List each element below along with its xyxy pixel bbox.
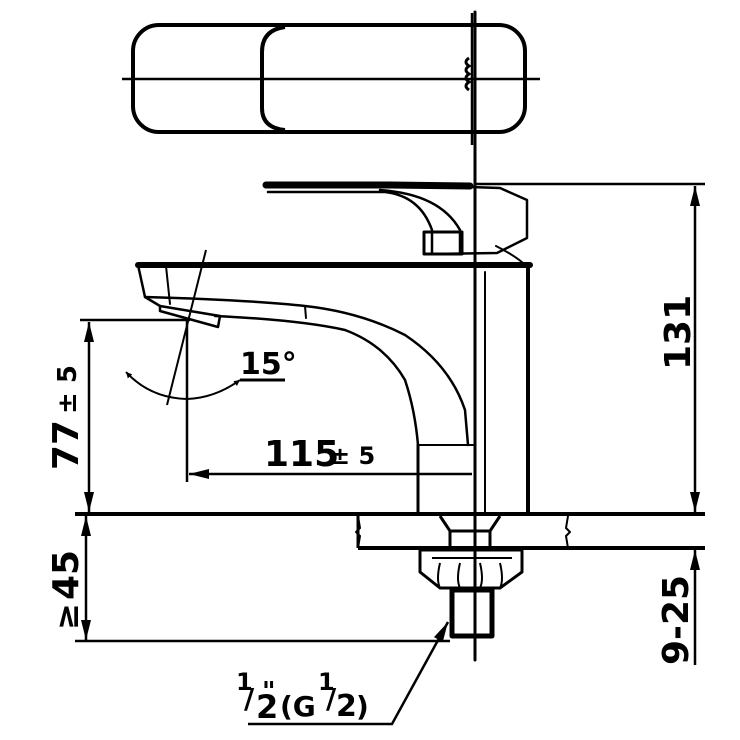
thread-slash: / [244,682,255,715]
mounting-hardware [75,512,705,639]
dim-spout-reach: 115 [264,434,339,475]
dim-shank-length-group: ≥ 45 [46,550,87,630]
side-view [135,10,533,662]
dim-counter-thickness: 9-25 [656,575,697,665]
thread-num: 1 [236,668,253,696]
dim-height-total: 131 [658,295,699,370]
thread-g-slash: / [326,682,337,715]
dim-spout-height: 77 [46,420,87,470]
dim-spout-angle: 15° [240,347,297,382]
dim-shank-length: 45 [46,550,87,600]
thread-inch-mark: " [262,677,276,707]
thread-g-close: ) [356,690,369,723]
dim-spout-height-tol: ± 5 [53,365,83,414]
dim-shank-length-prefix: ≥ [48,603,86,630]
thread-g-num: 1 [318,668,335,696]
thread-g-open: (G [280,690,316,723]
thread-spec: 1 / 2 " (G 1 / 2 ) [236,668,369,726]
thread-den: 2 [256,688,278,726]
dim-spout-reach-tol: ± 5 [330,442,375,470]
dimension-lines [75,182,705,726]
dim-spout-height-group: 77 ± 5 [46,365,87,470]
thread-g-den: 2 [336,689,357,724]
top-view [122,13,540,145]
